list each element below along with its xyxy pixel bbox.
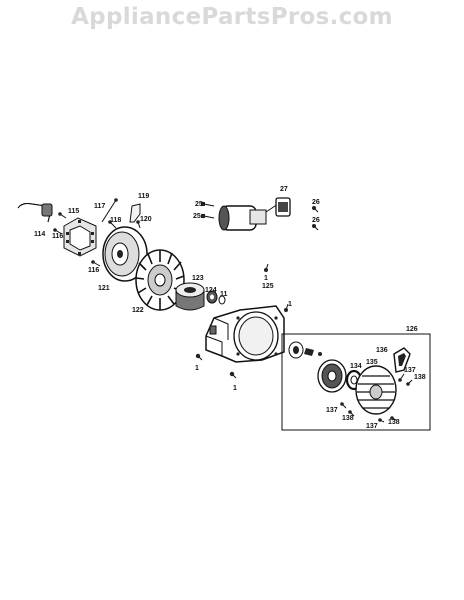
starter-motor[interactable] [218, 197, 291, 231]
callout-11: 11 [220, 291, 228, 298]
nut-124[interactable] [206, 290, 218, 304]
screw-26b[interactable] [312, 224, 319, 231]
callout-25a: 25 [195, 201, 203, 208]
recoil-reel[interactable] [317, 359, 347, 393]
screw-118[interactable] [108, 220, 117, 229]
starter-cup[interactable] [175, 282, 205, 311]
callout-119: 119 [138, 193, 149, 200]
callout-137a: 137 [404, 367, 416, 374]
screw-137c[interactable] [378, 418, 385, 423]
callout-117: 117 [94, 203, 105, 210]
recoil-starter-group-box [281, 333, 431, 431]
screw-1d[interactable] [229, 371, 237, 379]
callout-1d: 1 [233, 385, 237, 392]
screw-115[interactable] [58, 212, 67, 219]
screw-120[interactable] [136, 220, 141, 229]
spark-plug-boot[interactable] [17, 203, 53, 223]
callout-116b: 116 [88, 267, 99, 274]
callout-136: 136 [376, 347, 388, 354]
recoil-spring[interactable] [345, 369, 363, 391]
callout-1b: 1 [288, 301, 292, 308]
washer-11[interactable] [218, 295, 226, 305]
callout-137b: 137 [326, 407, 338, 414]
bolt-25b[interactable] [201, 214, 215, 219]
recoil-housing[interactable] [355, 365, 397, 415]
callout-1c: 1 [195, 365, 199, 372]
screw-138c[interactable] [390, 416, 397, 421]
screw-116b[interactable] [91, 260, 101, 267]
callout-120: 120 [140, 216, 152, 223]
flywheel[interactable] [135, 249, 185, 311]
callout-137c: 137 [366, 423, 378, 430]
screw-138a[interactable] [406, 379, 413, 386]
callout-134: 134 [350, 363, 362, 370]
callout-138b: 138 [342, 415, 354, 422]
recoil-pawl[interactable] [288, 341, 322, 359]
callout-138a: 138 [414, 374, 426, 381]
callout-135: 135 [366, 359, 378, 366]
callout-121: 121 [98, 285, 110, 292]
callout-123: 123 [192, 275, 204, 282]
callout-25b: 25 [193, 213, 201, 220]
callout-26b: 26 [312, 217, 320, 224]
screw-1a[interactable] [264, 263, 269, 272]
callout-116a: 116 [52, 233, 63, 240]
screw-138b[interactable] [348, 410, 355, 417]
callout-115: 115 [68, 208, 79, 215]
blower-housing[interactable] [205, 305, 285, 363]
callout-27: 27 [280, 186, 288, 193]
screw-1c[interactable] [195, 353, 203, 361]
screw-1b[interactable] [284, 303, 289, 312]
flywheel-plate[interactable] [102, 226, 148, 282]
recoil-handle[interactable] [393, 347, 411, 373]
callout-125: 125 [262, 283, 274, 290]
screw-137a[interactable] [398, 373, 405, 382]
screw-26a[interactable] [312, 206, 319, 213]
callout-118: 118 [110, 217, 121, 224]
callout-114: 114 [34, 231, 45, 238]
rod-117[interactable] [101, 198, 118, 223]
ignition-coil[interactable] [63, 217, 97, 257]
screw-116a[interactable] [53, 228, 63, 235]
callout-138c: 138 [388, 419, 400, 426]
callout-26a: 26 [312, 199, 320, 206]
bolt-25a[interactable] [201, 202, 215, 207]
bracket-119[interactable] [129, 203, 141, 223]
callout-124: 124 [205, 287, 217, 294]
watermark-logo: AppliancePartsPros.com [71, 4, 393, 30]
callout-1a: 1 [264, 275, 268, 282]
callout-122: 122 [132, 307, 144, 314]
screw-137b[interactable] [340, 402, 347, 409]
callout-126: 126 [406, 326, 418, 333]
